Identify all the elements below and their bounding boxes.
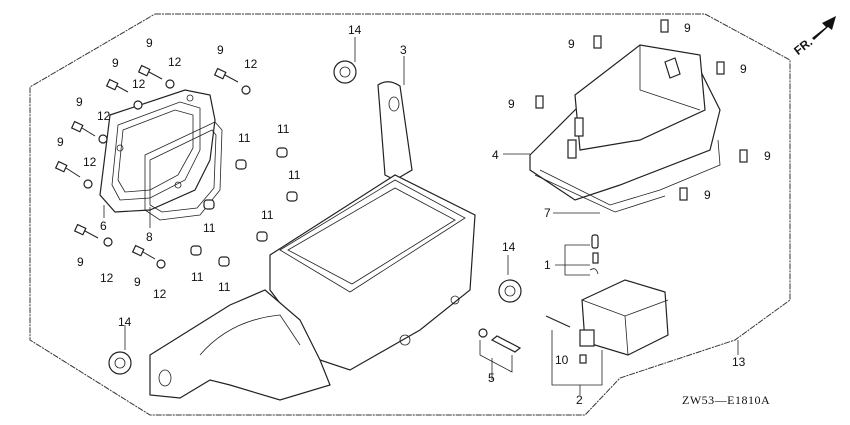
bolt-9[interactable] [54,160,81,178]
front-arrow-icon [812,16,836,40]
bolt-9[interactable] [73,223,99,239]
drain-screw-5[interactable] [478,328,522,353]
callout-14: 14 [118,315,132,329]
callout-14: 14 [502,240,516,254]
left-bolt-group [54,64,251,269]
bolt-9[interactable] [660,19,669,33]
collar-11[interactable] [276,147,288,158]
callout-9: 9 [740,62,747,76]
fr-label: FR. [791,35,815,58]
washer-12[interactable] [241,85,251,95]
callout-1: 1 [544,258,551,272]
side-cover-6[interactable] [99,89,216,213]
callout-9: 9 [57,135,64,149]
bolt-9[interactable] [70,120,96,137]
screw-10[interactable] [579,354,587,364]
callout-9: 9 [684,21,691,35]
bracket-case-3[interactable] [149,81,476,401]
washer-12[interactable] [98,134,108,144]
callout-11: 11 [203,221,216,235]
callout-11: 11 [238,131,251,145]
callout-3: 3 [400,43,407,57]
bolt-9[interactable] [716,61,725,75]
collar-11[interactable] [235,159,247,170]
bolt-9[interactable] [105,78,129,93]
callout-9: 9 [508,97,515,111]
grommet-14[interactable] [108,351,132,375]
bolt-9[interactable] [131,244,156,260]
bolt-9[interactable] [679,187,688,201]
bolt-9[interactable] [739,149,748,163]
callout-9: 9 [76,95,83,109]
callout-12: 12 [97,109,111,123]
callout-14: 14 [348,23,362,37]
collar-11[interactable] [190,245,202,256]
callout-4: 4 [492,148,499,162]
drawing-code: ZW53—E1810A [682,393,770,407]
right-bolt-group [535,19,748,201]
assembly-boundary [29,13,791,416]
callout-2: 2 [576,393,583,407]
callout-11: 11 [277,122,290,136]
callouts: 14 3 4 7 1 14 5 10 2 13 14 6 8 9 9 9 9 9… [57,21,771,407]
collar-11[interactable] [286,191,298,202]
fitting-1[interactable] [589,234,599,275]
callout-9: 9 [764,149,771,163]
callout-11: 11 [218,280,231,294]
callout-5: 5 [488,371,495,385]
leader-lines [103,37,739,395]
pin [545,315,571,328]
callout-7: 7 [544,206,551,220]
callout-6: 6 [100,219,107,233]
callout-12: 12 [100,271,114,285]
washer-12[interactable] [165,79,175,89]
callout-11: 11 [288,168,301,182]
washer-12[interactable] [156,259,166,269]
callout-9: 9 [217,43,224,57]
callout-9: 9 [112,56,119,70]
callout-8: 8 [146,230,153,244]
washer-12[interactable] [83,179,93,189]
bolt-9[interactable] [213,67,239,83]
callout-12: 12 [244,57,258,71]
callout-9: 9 [704,188,711,202]
bolt-9[interactable] [535,95,544,109]
relay-box-2[interactable] [545,279,669,364]
front-direction-marker: FR. [791,16,836,58]
callout-11: 11 [191,270,204,284]
callout-12: 12 [153,287,167,301]
callout-9: 9 [146,36,153,50]
callout-9: 9 [568,37,575,51]
callout-11: 11 [261,208,274,222]
washer-12[interactable] [133,100,143,110]
upper-cover-4[interactable] [529,44,721,201]
callout-13: 13 [732,355,746,369]
callout-9: 9 [134,275,141,289]
collar-11[interactable] [218,256,230,267]
callout-12: 12 [83,155,97,169]
callout-12: 12 [168,55,182,69]
grommet-14[interactable] [333,60,357,84]
cover-gasket-7[interactable] [534,139,721,213]
grommet-14[interactable] [498,279,522,303]
collar-11[interactable] [203,199,215,210]
callout-12: 12 [132,77,146,91]
collar-group [190,147,298,267]
bolt-9[interactable] [593,35,602,49]
callout-9: 9 [77,255,84,269]
bolt-9[interactable] [137,64,163,80]
collar-11[interactable] [256,231,268,242]
callout-10: 10 [555,353,569,367]
washer-12[interactable] [103,237,113,247]
